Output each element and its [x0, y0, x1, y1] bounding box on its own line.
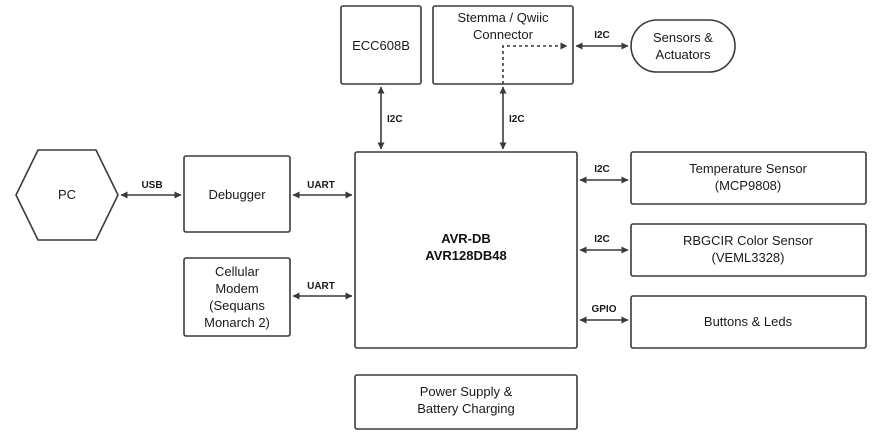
color-box: [630, 223, 867, 277]
debugger-box: [183, 155, 291, 233]
block-cellular-modem: Cellular Modem (Sequans Monarch 2): [183, 257, 291, 337]
link-i2c-stemma: I2C: [499, 86, 525, 150]
power-label-line-1: Power Supply &: [420, 384, 513, 399]
block-avr-db: AVR-DB AVR128DB48: [354, 151, 578, 349]
i2c-temp-label: I2C: [594, 164, 610, 175]
block-buttons-leds: Buttons & Leds: [630, 295, 867, 349]
stemma-dotted-path: [502, 42, 568, 84]
link-gpio: GPIO: [579, 304, 629, 324]
block-stemma-connector: Stemma / Qwiic Connector: [432, 5, 574, 85]
power-label-line-2: Battery Charging: [417, 401, 515, 416]
debugger-label: Debugger: [208, 187, 266, 202]
link-stemma-internal-dotted: [502, 42, 568, 84]
i2c-color-label: I2C: [594, 234, 610, 245]
i2c-ecc-label: I2C: [387, 114, 403, 125]
link-uart-cellular: UART: [292, 281, 353, 300]
sensors-label-line-2: Actuators: [656, 47, 711, 62]
sensors-label-line-1: Sensors &: [653, 30, 713, 45]
link-i2c-temperature: I2C: [579, 164, 629, 184]
uart-debugger-label: UART: [307, 180, 335, 191]
temp-label-line-2: (MCP9808): [715, 178, 781, 193]
usb-label: USB: [141, 180, 162, 191]
block-debugger: Debugger: [183, 155, 291, 233]
color-label-line-1: RBGCIR Color Sensor: [683, 233, 814, 248]
ecc-box: [340, 5, 422, 85]
temp-box: [630, 151, 867, 205]
avr-box: [354, 151, 578, 349]
stemma-label-line-1: Stemma / Qwiic: [457, 10, 549, 25]
block-sensors-actuators: Sensors & Actuators: [630, 19, 736, 73]
buttons-label: Buttons & Leds: [704, 314, 793, 329]
temp-label-line-1: Temperature Sensor: [689, 161, 807, 176]
pc-hexagon: [15, 149, 119, 241]
cellular-label-line-1: Cellular: [215, 264, 260, 279]
i2c-stemma-label: I2C: [509, 114, 525, 125]
link-i2c-sensors: I2C: [575, 30, 629, 50]
ecc-label: ECC608B: [352, 38, 410, 53]
link-i2c-ecc: I2C: [377, 86, 403, 150]
link-i2c-color: I2C: [579, 234, 629, 254]
block-color-sensor: RBGCIR Color Sensor (VEML3328): [630, 223, 867, 277]
cellular-label-line-3: (Sequans: [209, 298, 265, 313]
block-temperature-sensor: Temperature Sensor (MCP9808): [630, 151, 867, 205]
uart-cellular-label: UART: [307, 281, 335, 292]
power-box: [354, 374, 578, 430]
color-label-line-2: (VEML3328): [712, 250, 785, 265]
block-pc: PC: [15, 149, 119, 241]
stemma-label-line-2: Connector: [473, 27, 534, 42]
block-ecc608b: ECC608B: [340, 5, 422, 85]
cellular-box: [183, 257, 291, 337]
link-usb: USB: [120, 180, 182, 199]
gpio-label: GPIO: [591, 304, 616, 315]
buttons-box: [630, 295, 867, 349]
block-power-supply: Power Supply & Battery Charging: [354, 374, 578, 430]
i2c-sensors-label: I2C: [594, 30, 610, 41]
avr-label-line-2: AVR128DB48: [425, 248, 506, 263]
avr-label-line-1: AVR-DB: [441, 231, 491, 246]
sensors-pill: [630, 19, 736, 73]
cellular-label-line-2: Modem: [215, 281, 258, 296]
pc-label: PC: [58, 187, 76, 202]
cellular-label-line-4: Monarch 2): [204, 315, 270, 330]
link-uart-debugger: UART: [292, 180, 353, 199]
